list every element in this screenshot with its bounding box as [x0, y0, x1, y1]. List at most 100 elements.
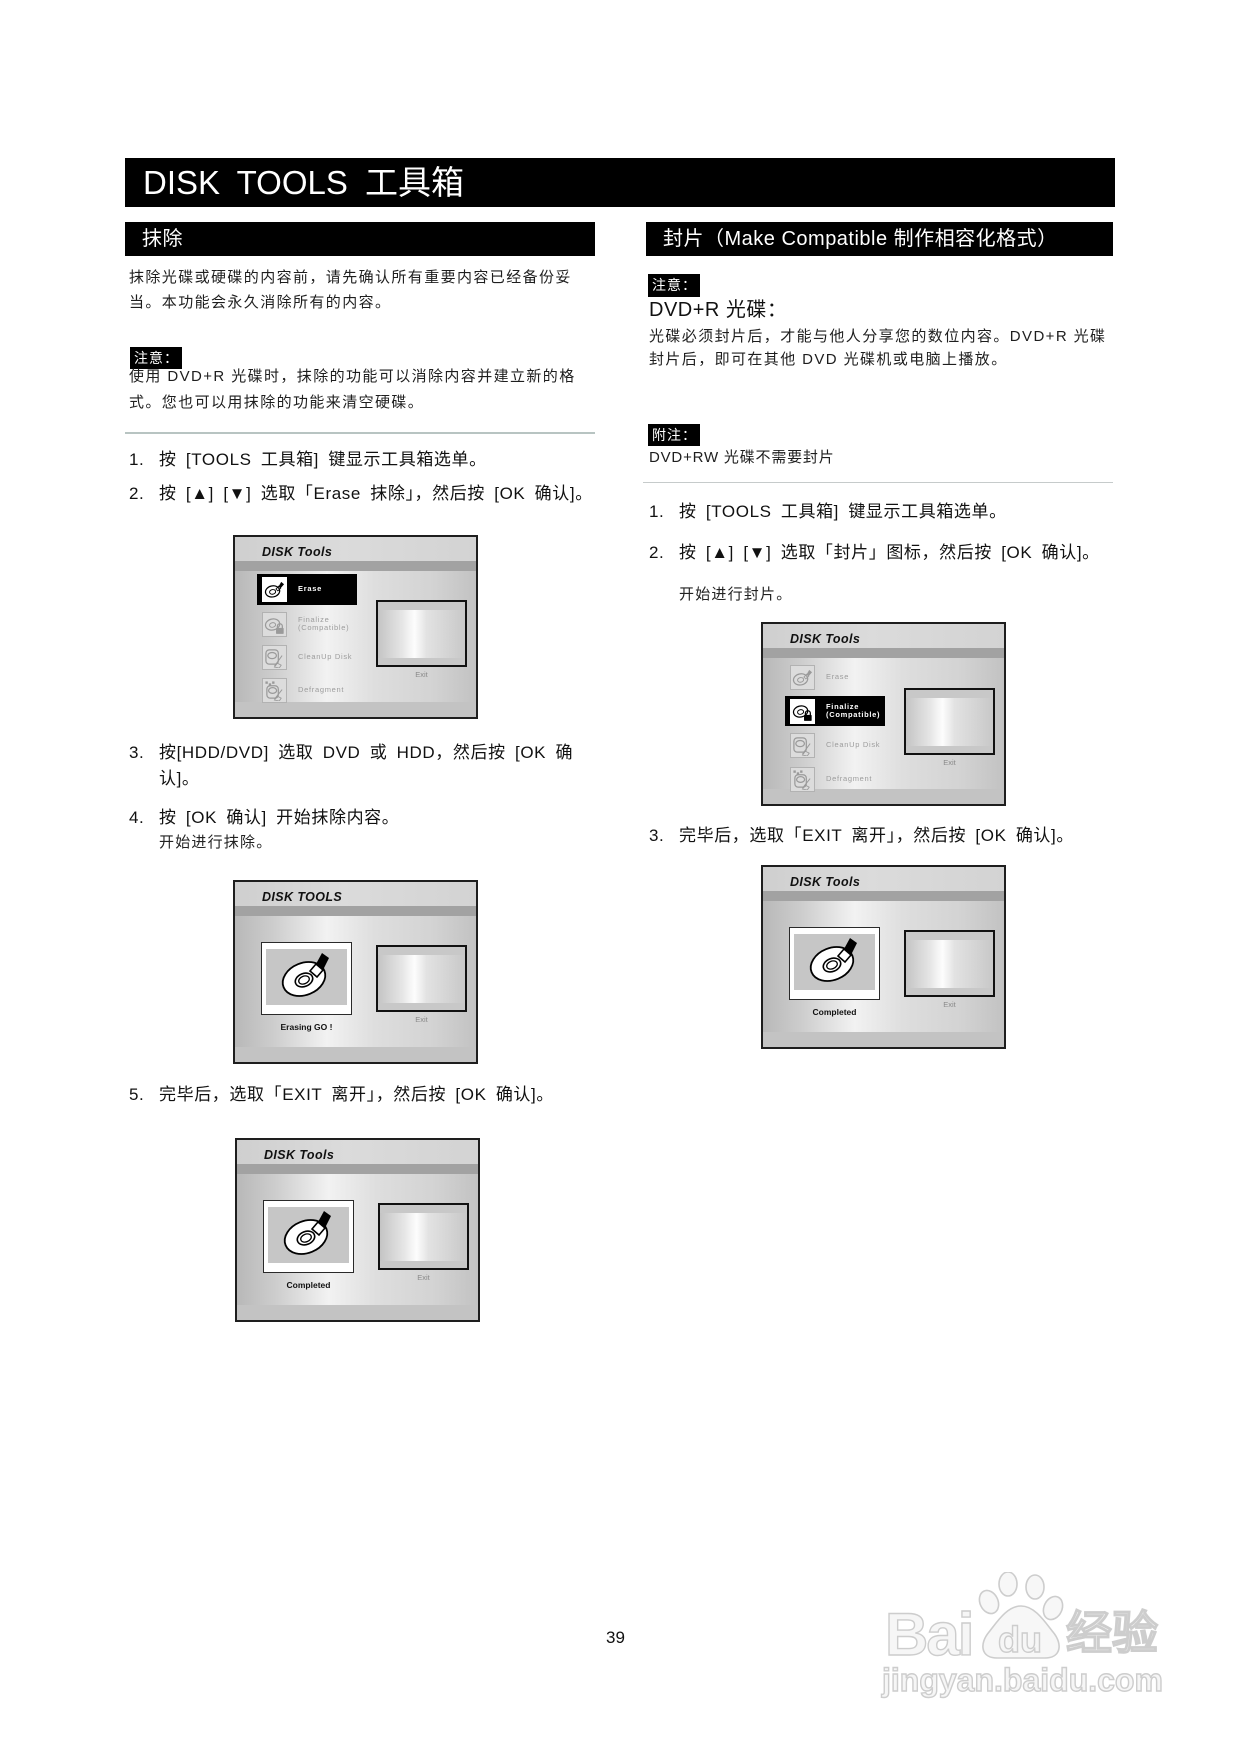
- screen-bottom-band: [763, 789, 1004, 804]
- screen-title-band: [237, 1164, 478, 1174]
- menu-item-label: Erase: [826, 672, 850, 681]
- cleanup-broom-icon: [790, 733, 815, 758]
- screen-bottom-band: [763, 1032, 1004, 1047]
- watermark-brand-right: 经验: [1065, 1607, 1158, 1659]
- menu-item-label-line-1: Finalize: [298, 615, 330, 624]
- preview-window: [904, 688, 995, 755]
- preview-window: [376, 600, 467, 667]
- erase-step-2-number: 2.: [129, 484, 145, 503]
- preview-gradient: [380, 1213, 467, 1261]
- menu-item-label: Defragment: [826, 774, 873, 783]
- finalize-note-title: DVD+R 光碟：: [649, 299, 788, 321]
- baidu-jingyan-watermark: Bai du 经验 jingyan.baidu.com: [881, 1572, 1170, 1712]
- erase-disc-icon: [266, 949, 347, 1005]
- erase-step-4-number: 4.: [129, 808, 145, 827]
- watermark-url: jingyan.baidu.com: [881, 1662, 1163, 1698]
- erase-disc-icon: [262, 577, 287, 602]
- finalize-addendum-label: 附注：: [648, 424, 700, 446]
- finalize-addendum-text: DVD+RW 光碟不需要封片: [649, 449, 835, 466]
- baidu-paw-icon: [978, 1572, 1064, 1659]
- finalize-step-1-number: 1.: [649, 502, 665, 521]
- erase-intro-line-2: 当。本功能会永久消除所有的内容。: [129, 294, 392, 311]
- erase-step-5-number: 5.: [129, 1085, 145, 1104]
- exit-label: Exit: [943, 758, 956, 767]
- menu-item-defragment: Defragment: [785, 764, 885, 795]
- watermark-brand-left: Bai: [884, 1601, 975, 1668]
- exit-label: Exit: [415, 1015, 428, 1024]
- erase-note-line-2: 式。您也可以用抹除的功能来清空硬碟。: [129, 394, 425, 411]
- menu-item-cleanup-disk: CleanUp Disk: [785, 730, 885, 761]
- screenshot-erase-menu: DISK Tools Erase Finalize (Compatible) C…: [233, 535, 478, 719]
- preview-gradient: [378, 955, 465, 1003]
- screen-title-band: [763, 648, 1004, 658]
- status-label: Completed: [286, 1280, 331, 1290]
- exit-label: Exit: [417, 1273, 430, 1282]
- screen-bottom-band: [235, 702, 476, 717]
- defragment-icon: [262, 678, 287, 703]
- screen-title: DISK Tools: [264, 1148, 335, 1162]
- screen-bottom-band: [237, 1305, 478, 1320]
- screen-title-area: [235, 537, 476, 561]
- preview-gradient: [906, 940, 993, 988]
- screenshot-erasing: DISK TOOLS Erasing GO ! Exit: [233, 880, 478, 1064]
- screen-title-band: [235, 906, 476, 916]
- watermark-brand-mid: du: [997, 1619, 1042, 1660]
- menu-item-label: Finalize (Compatible): [298, 616, 349, 632]
- menu-item-erase: Erase: [257, 574, 357, 605]
- status-image-frame: [261, 942, 352, 1015]
- menu-item-erase: Erase: [785, 662, 885, 693]
- finalize-note-line-2: 封片后，即可在其他 DVD 光碟机或电脑上播放。: [649, 351, 1008, 368]
- erase-step-3-text: 按[HDD/DVD] 选取 DVD 或 HDD，然后按 [OK 确: [159, 743, 574, 762]
- finalize-step-2-number: 2.: [649, 543, 665, 562]
- erase-step-1-number: 1.: [129, 450, 145, 469]
- erase-disc-icon: [790, 665, 815, 690]
- screen-bottom-band: [235, 1047, 476, 1062]
- defragment-icon: [790, 767, 815, 792]
- preview-gradient: [906, 698, 993, 746]
- erase-step-3-text-cont: 认]。: [159, 769, 200, 788]
- finalize-note-line-1: 光碟必须封片后，才能与他人分享您的数位内容。DVD+R 光碟: [649, 328, 1107, 345]
- screen-title: DISK TOOLS: [262, 890, 343, 904]
- menu-item-defragment: Defragment: [257, 675, 357, 706]
- finalize-step-1-text: 按 [TOOLS 工具箱] 键显示工具箱选单。: [679, 502, 1007, 521]
- screen-title: DISK Tools: [262, 545, 333, 559]
- erase-step-5-text: 完毕后，选取「EXIT 离开」，然后按 [OK 确认]。: [159, 1085, 554, 1104]
- status-image-frame: [789, 927, 880, 1000]
- erase-note-label: 注意：: [130, 347, 182, 369]
- erase-disc-icon: [794, 934, 875, 990]
- menu-item-label-line-2: (Compatible): [298, 623, 350, 632]
- screenshot-finalize-menu: DISK Tools Erase Finalize (Compatible) C…: [761, 622, 1006, 806]
- preview-gradient: [378, 610, 465, 658]
- menu-item-cleanup-disk: CleanUp Disk: [257, 642, 357, 673]
- screen-title: DISK Tools: [790, 875, 861, 889]
- screen-title-band: [235, 561, 476, 571]
- menu-item-label: Finalize (Compatible): [826, 703, 880, 719]
- page-number: 39: [606, 1628, 625, 1647]
- finalize-lock-icon: [790, 699, 815, 724]
- erase-disc-icon: [268, 1207, 349, 1263]
- finalize-step-2-subtext: 开始进行封片。: [679, 586, 793, 603]
- screenshot-finalize-completed: DISK Tools Completed Exit: [761, 865, 1006, 1049]
- menu-item-label: CleanUp Disk: [826, 740, 881, 749]
- screen-title-band: [763, 891, 1004, 901]
- screen-title-area: [763, 624, 1004, 648]
- screen-title: DISK Tools: [790, 632, 861, 646]
- erase-step-2-text: 按 [▲] [▼] 选取「Erase 抹除」，然后按 [OK 确认]。: [159, 484, 593, 503]
- preview-window: [904, 930, 995, 997]
- screen-title-area: [763, 867, 1004, 891]
- finalize-step-3-text: 完毕后，选取「EXIT 离开」，然后按 [OK 确认]。: [679, 826, 1074, 845]
- menu-item-label: Erase: [298, 584, 322, 593]
- page-title-banner: DISK TOOLS 工具箱: [125, 158, 1115, 207]
- menu-item-label-line-2: (Compatible): [826, 710, 881, 719]
- erase-step-4-text: 按 [OK 确认] 开始抹除内容。: [159, 808, 400, 827]
- menu-item-finalize: Finalize (Compatible): [785, 696, 885, 726]
- menu-item-label: Defragment: [298, 685, 345, 694]
- preview-window: [378, 1203, 469, 1270]
- finalize-step-3-number: 3.: [649, 826, 665, 845]
- status-label: Erasing GO !: [280, 1022, 333, 1032]
- finalize-note-label: 注意：: [648, 274, 700, 297]
- cleanup-broom-icon: [262, 645, 287, 670]
- erase-divider: [125, 432, 595, 434]
- exit-label: Exit: [943, 1000, 956, 1009]
